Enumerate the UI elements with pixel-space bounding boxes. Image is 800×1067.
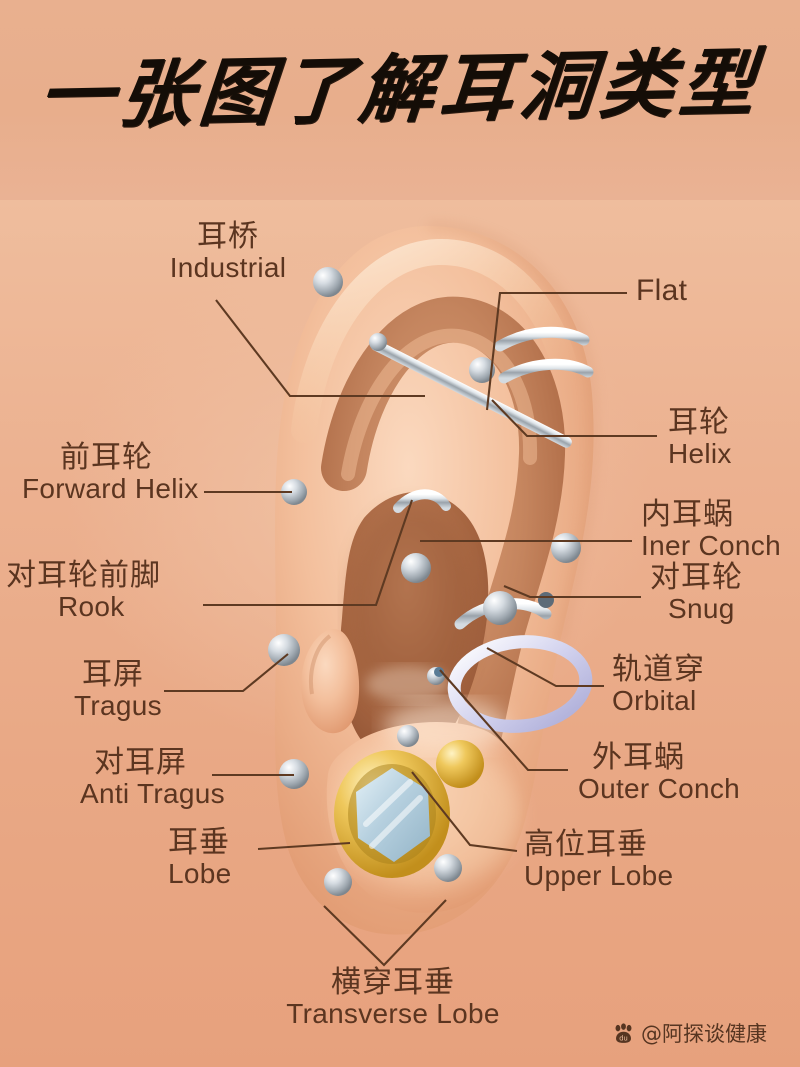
label-outer-conch: 外耳蜗 Outer Conch bbox=[578, 740, 741, 804]
tragus-stud-jewelry bbox=[268, 634, 300, 666]
forward-helix-stud-jewelry bbox=[281, 479, 307, 505]
label-forward-helix: 前耳轮 Forward Helix bbox=[22, 440, 199, 504]
label-industrial: 耳桥 Industrial bbox=[148, 219, 308, 283]
label-outer-conch-cn: 外耳蜗 bbox=[592, 740, 685, 775]
watermark: du @阿探谈健康 bbox=[612, 1018, 767, 1048]
label-helix: 耳轮 Helix bbox=[668, 405, 732, 469]
label-lobe-en: Lobe bbox=[168, 857, 232, 889]
label-tragus: 耳屏 Tragus bbox=[74, 657, 162, 721]
upper-helix-stud-jewelry bbox=[313, 267, 343, 297]
header-band bbox=[0, 0, 800, 200]
anti-tragus-stud-jewelry bbox=[279, 759, 309, 789]
label-rook-cn: 对耳轮前脚 bbox=[6, 558, 161, 593]
label-iner-conch-cn: 内耳蜗 bbox=[641, 497, 734, 532]
label-forward-helix-cn: 前耳轮 bbox=[60, 440, 153, 475]
label-anti-tragus: 对耳屏 Anti Tragus bbox=[80, 745, 225, 809]
transverse-lobe-stud-left-jewelry bbox=[324, 868, 352, 896]
label-snug: 对耳轮 Snug bbox=[650, 560, 743, 624]
upper-lobe-small-stud-jewelry bbox=[397, 725, 419, 747]
label-outer-conch-en: Outer Conch bbox=[578, 772, 741, 804]
label-orbital-en: Orbital bbox=[612, 684, 697, 716]
outer-conch-stud-jewelry bbox=[427, 667, 445, 685]
label-lobe-cn: 耳垂 bbox=[168, 825, 230, 860]
label-industrial-cn: 耳桥 bbox=[197, 219, 259, 254]
label-rook-en: Rook bbox=[58, 590, 125, 622]
label-industrial-en: Industrial bbox=[169, 251, 287, 283]
label-iner-conch: 内耳蜗 Iner Conch bbox=[641, 497, 781, 561]
label-helix-en: Helix bbox=[668, 437, 732, 469]
label-tragus-cn: 耳屏 bbox=[82, 657, 144, 692]
label-anti-tragus-en: Anti Tragus bbox=[80, 777, 225, 809]
label-snug-cn: 对耳轮 bbox=[650, 560, 743, 595]
label-iner-conch-en: Iner Conch bbox=[641, 529, 781, 561]
label-anti-tragus-cn: 对耳屏 bbox=[94, 745, 187, 780]
gold-ball-stud-jewelry bbox=[436, 740, 484, 788]
label-forward-helix-en: Forward Helix bbox=[22, 472, 199, 504]
inner-conch-stud-jewelry bbox=[401, 553, 431, 583]
label-upper-lobe-cn: 高位耳垂 bbox=[524, 827, 648, 862]
label-upper-lobe-en: Upper Lobe bbox=[524, 859, 674, 891]
label-flat: Flat bbox=[636, 275, 687, 307]
label-transverse-lobe-en: Transverse Lobe bbox=[286, 997, 500, 1029]
label-snug-en: Snug bbox=[668, 592, 735, 624]
label-upper-lobe: 高位耳垂 Upper Lobe bbox=[524, 827, 674, 891]
label-tragus-en: Tragus bbox=[74, 689, 162, 721]
outer-helix-stud-jewelry bbox=[551, 533, 581, 563]
watermark-handle: @阿探谈健康 bbox=[641, 1022, 767, 1046]
label-rook: 对耳轮前脚 Rook bbox=[6, 558, 161, 622]
transverse-lobe-stud-right-jewelry bbox=[434, 854, 462, 882]
label-lobe: 耳垂 Lobe bbox=[168, 825, 232, 889]
label-orbital-cn: 轨道穿 bbox=[612, 652, 705, 687]
flat-stud-jewelry bbox=[469, 357, 495, 383]
label-orbital: 轨道穿 Orbital bbox=[612, 652, 705, 716]
label-transverse-lobe: 横穿耳垂 Transverse Lobe bbox=[268, 965, 518, 1029]
lobe-gem-plug-jewelry bbox=[334, 750, 450, 878]
page-title: 一张图了解耳洞类型 bbox=[35, 40, 764, 140]
baidu-paw-icon: du bbox=[615, 1022, 632, 1043]
label-flat-en: Flat bbox=[636, 274, 688, 307]
label-helix-cn: 耳轮 bbox=[668, 405, 730, 440]
label-transverse-lobe-cn: 横穿耳垂 bbox=[331, 965, 455, 1000]
svg-text:du: du bbox=[619, 1034, 627, 1042]
